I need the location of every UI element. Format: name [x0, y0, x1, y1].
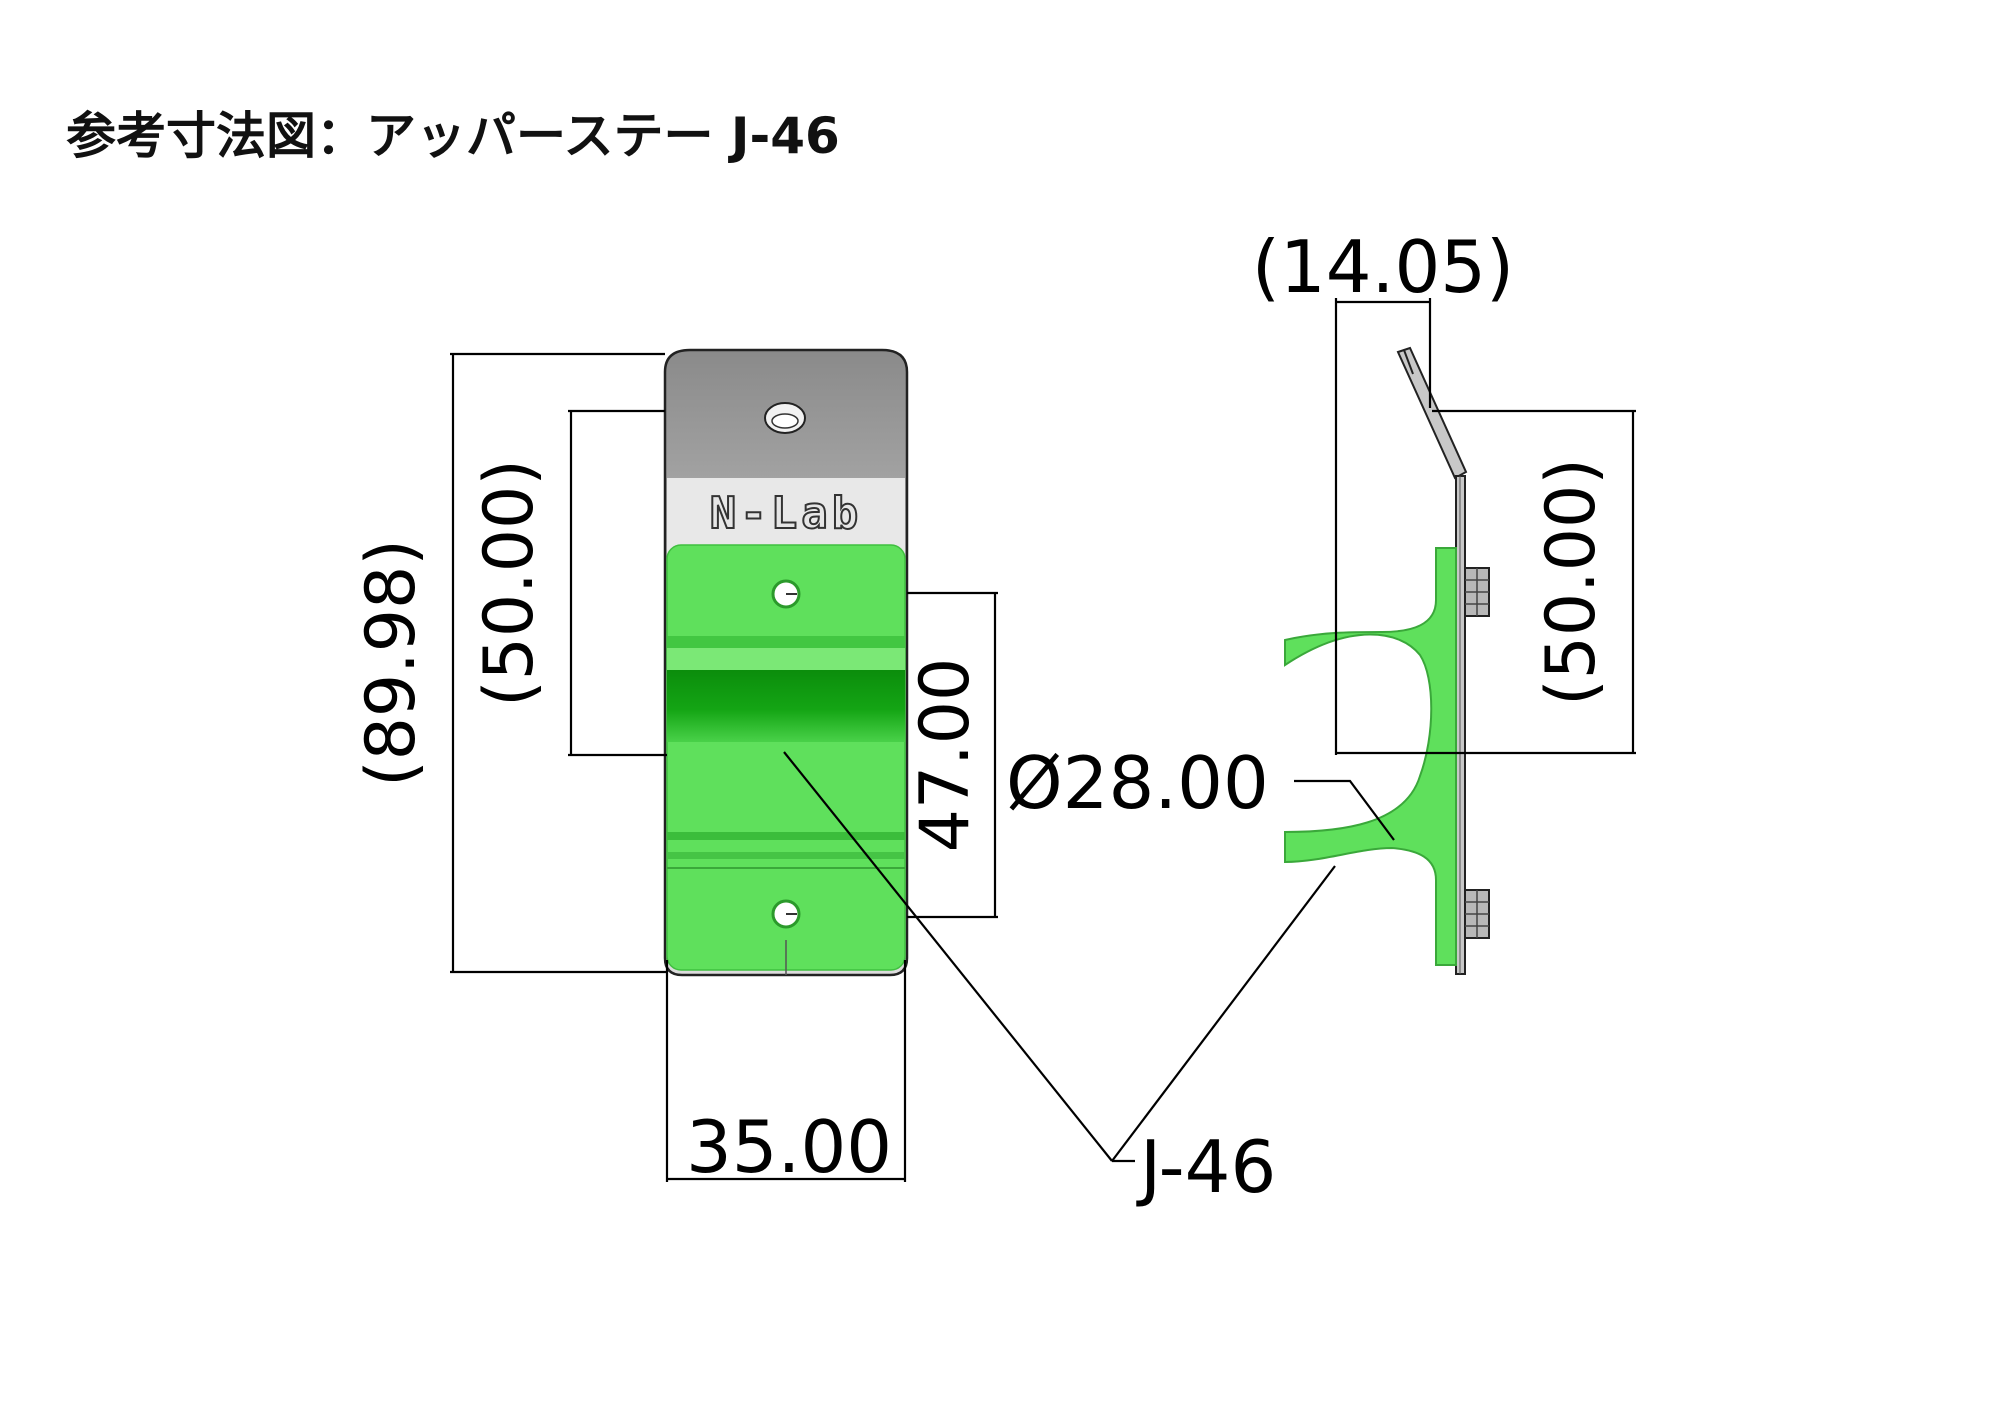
page-title: 参考寸法図：アッパーステー J-46 [66, 107, 840, 165]
dim-offset: (14.05) [1252, 225, 1514, 309]
side-view: (14.05) (50.00) Ø28.00 [1006, 225, 1636, 975]
nut-top [1464, 567, 1490, 617]
clamp-side-profile [1284, 547, 1457, 966]
n-lab-logo: N-Lab [710, 488, 862, 539]
clamp-ridge-bottom [667, 832, 905, 840]
clamp-ridge-top [667, 636, 905, 648]
clamp-groove [667, 670, 905, 742]
dim-diameter: Ø28.00 [1006, 741, 1269, 825]
plate-bent-tab [1396, 346, 1468, 480]
dim-upper-height: (50.00) [470, 459, 549, 707]
dim-width: 35.00 [686, 1105, 892, 1189]
dim-side-height: (50.00) [1532, 458, 1611, 706]
part-label-leaders [783, 751, 1336, 1163]
front-view: N-Lab (89.98) (50.00) 47.00 [352, 348, 998, 1189]
nut-bottom [1464, 889, 1490, 939]
dim-clamp-height: 47.00 [906, 658, 985, 853]
dim-overall-height: (89.98) [352, 539, 431, 787]
part-label: J-46 [1136, 1125, 1276, 1209]
